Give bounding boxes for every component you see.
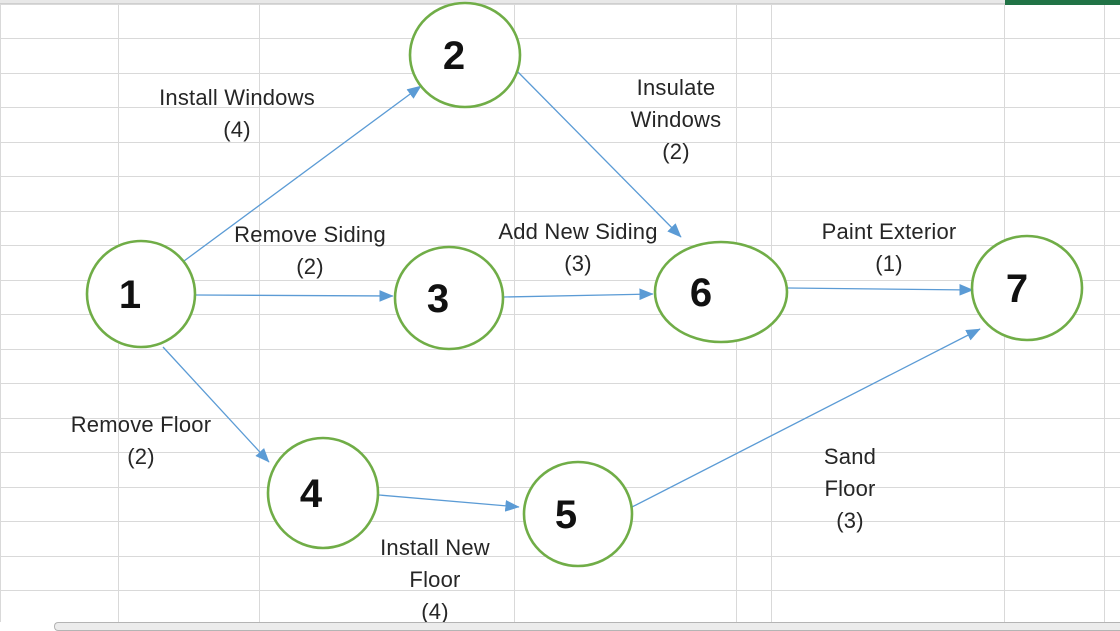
activity-name: Floor bbox=[824, 476, 876, 501]
excel-green-accent bbox=[1005, 0, 1120, 5]
activity-name: Floor bbox=[409, 567, 461, 592]
node-5-circle[interactable] bbox=[522, 460, 634, 568]
activity-duration: (2) bbox=[127, 444, 155, 469]
horizontal-scrollbar[interactable] bbox=[54, 622, 1120, 631]
arrow-4-5[interactable] bbox=[378, 494, 520, 512]
activity-duration: (3) bbox=[564, 251, 592, 276]
activity-name: Remove Siding bbox=[234, 222, 386, 247]
node-3-circle[interactable] bbox=[393, 245, 505, 351]
activity-name: Insulate bbox=[636, 75, 716, 100]
node-1-circle[interactable] bbox=[85, 239, 197, 349]
arrow-3-6[interactable] bbox=[503, 288, 654, 301]
arrow-1-2[interactable] bbox=[183, 85, 422, 262]
node-6-label: 6 bbox=[690, 271, 712, 315]
node-2-label: 2 bbox=[443, 34, 465, 78]
activity-name: Add New Siding bbox=[498, 219, 658, 244]
activity-name: Sand bbox=[823, 444, 877, 469]
arrow-2-6[interactable] bbox=[515, 69, 682, 238]
activity-label-remove-floor[interactable]: Remove Floor (2) bbox=[71, 409, 212, 473]
node-3-label: 3 bbox=[427, 277, 449, 321]
activity-duration: (4) bbox=[223, 117, 251, 142]
activity-name: Install New bbox=[380, 535, 490, 560]
node-2-circle[interactable] bbox=[408, 1, 522, 109]
activity-label-sand-floor[interactable]: Sand Floor (3) bbox=[824, 441, 876, 537]
arrow-1-4[interactable] bbox=[162, 346, 270, 463]
activity-duration: (2) bbox=[662, 139, 690, 164]
activity-label-insulate-windows[interactable]: Insulate Windows (2) bbox=[631, 72, 722, 168]
activity-duration: (3) bbox=[836, 508, 864, 533]
arrow-1-3[interactable] bbox=[195, 290, 394, 302]
activity-label-add-new-siding[interactable]: Add New Siding (3) bbox=[498, 216, 657, 280]
activity-name: Paint Exterior bbox=[821, 219, 957, 244]
activity-name: Install Windows bbox=[159, 85, 315, 110]
activity-label-install-windows[interactable]: Install Windows (4) bbox=[159, 82, 315, 146]
node-4-circle[interactable] bbox=[266, 436, 380, 550]
activity-name: Windows bbox=[630, 107, 722, 132]
activity-duration: (4) bbox=[421, 599, 449, 624]
arrow-5-7[interactable] bbox=[631, 328, 981, 508]
activity-label-remove-siding[interactable]: Remove Siding (2) bbox=[234, 219, 386, 283]
node-1-label: 1 bbox=[119, 273, 141, 317]
activity-duration: (2) bbox=[296, 254, 324, 279]
top-edge-strip bbox=[0, 0, 1120, 4]
activity-duration: (1) bbox=[875, 251, 903, 276]
node-6-circle[interactable] bbox=[653, 240, 789, 344]
node-4-label: 4 bbox=[300, 472, 323, 516]
activity-label-install-new-floor[interactable]: Install New Floor (4) bbox=[380, 532, 490, 628]
node-5-label: 5 bbox=[555, 493, 577, 537]
activity-label-paint-exterior[interactable]: Paint Exterior (1) bbox=[822, 216, 957, 280]
node-7-label: 7 bbox=[1006, 267, 1028, 311]
node-7-circle[interactable] bbox=[970, 234, 1084, 342]
activity-name: Remove Floor bbox=[70, 412, 212, 437]
arrow-6-7[interactable] bbox=[787, 284, 974, 296]
